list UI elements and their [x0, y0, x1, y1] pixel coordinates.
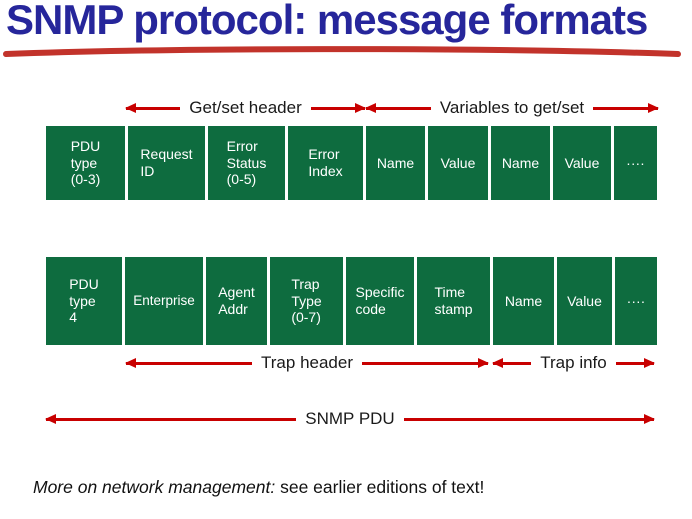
- arrow-right-segment: [403, 413, 656, 424]
- pdu-field-cell: ····: [615, 257, 657, 345]
- arrow-label-get-set-header: Get/set header: [189, 98, 302, 117]
- pdu-field-label: Value: [567, 292, 602, 309]
- pdu-row-trap: PDU type 4 Enterprise Agent Addr Trap Type …: [46, 257, 657, 345]
- pdu-field-label: Value: [564, 154, 600, 171]
- pdu-field-cell: Error Index: [288, 126, 363, 200]
- arrow-right-segment: [615, 357, 656, 368]
- pdu-field-cell: Time stamp: [417, 257, 490, 345]
- arrow-snmp-pdu: SNMP PDU: [44, 408, 656, 430]
- pdu-field-label: Request ID: [140, 146, 193, 179]
- pdu-field-label: Agent Addr: [218, 284, 255, 317]
- arrow-left-segment: [365, 102, 431, 113]
- arrow-label-variables: Variables to get/set: [439, 98, 585, 117]
- pdu-field-label: PDU type (0-3): [70, 138, 101, 188]
- pdu-field-label: Name: [376, 154, 415, 171]
- arrow-trap-header: Trap header: [124, 352, 490, 374]
- pdu-field-cell: Enterprise: [125, 257, 203, 345]
- arrow-label-trap-info: Trap info: [540, 353, 607, 372]
- arrow-right-segment: [310, 102, 367, 113]
- pdu-field-label: Value: [440, 154, 476, 171]
- arrow-left-segment: [491, 357, 532, 368]
- pdu-field-label: Name: [504, 292, 543, 309]
- arrow-left-segment: [124, 102, 181, 113]
- pdu-field-label: ····: [626, 154, 645, 171]
- pdu-field-cell: Specific code: [346, 257, 414, 345]
- arrow-label-snmp-pdu: SNMP PDU: [305, 409, 395, 428]
- pdu-field-cell: Agent Addr: [206, 257, 267, 345]
- pdu-field-cell: Value: [557, 257, 612, 345]
- pdu-field-label: Time stamp: [434, 284, 473, 317]
- pdu-field-cell: ····: [614, 126, 657, 200]
- pdu-field-label: PDU type 4: [69, 276, 99, 326]
- pdu-field-cell: Value: [553, 126, 611, 200]
- arrow-variables-to-get-set: Variables to get/set: [365, 97, 659, 119]
- pdu-field-cell: PDU type 4: [46, 257, 122, 345]
- pdu-field-cell: Name: [491, 126, 550, 200]
- pdu-field-label: Name: [501, 154, 540, 171]
- pdu-field-label: Specific code: [355, 284, 405, 317]
- footer-note: More on network management: see earlier …: [33, 477, 484, 498]
- arrow-get-set-header: Get/set header: [124, 97, 367, 119]
- page-title: SNMP protocol: message formats: [6, 0, 648, 43]
- pdu-field-cell: Name: [493, 257, 554, 345]
- pdu-field-label: Error Index: [308, 146, 343, 179]
- arrow-left-segment: [124, 357, 253, 368]
- pdu-field-cell: Trap Type (0-7): [270, 257, 343, 345]
- pdu-field-cell: Error Status (0-5): [208, 126, 285, 200]
- pdu-field-cell: Request ID: [128, 126, 205, 200]
- footer-note-italic: More on network management:: [33, 477, 276, 497]
- arrow-left-segment: [44, 413, 297, 424]
- arrow-label-trap-header: Trap header: [261, 353, 353, 372]
- pdu-field-label: ····: [626, 292, 646, 309]
- pdu-field-label: Error Status (0-5): [226, 138, 267, 188]
- arrow-right-segment: [362, 357, 490, 368]
- pdu-field-label: Enterprise: [133, 293, 195, 309]
- pdu-row-get-set: PDU type (0-3) Request ID Error Status (0-…: [46, 126, 657, 200]
- arrow-trap-info: Trap info: [491, 352, 656, 374]
- arrow-right-segment: [593, 102, 659, 113]
- pdu-field-label: Trap Type (0-7): [291, 276, 322, 326]
- footer-note-regular: see earlier editions of text!: [275, 477, 485, 497]
- pdu-field-cell: Value: [428, 126, 488, 200]
- pdu-field-cell: PDU type (0-3): [46, 126, 125, 200]
- title-underline: [3, 46, 681, 57]
- pdu-field-cell: Name: [366, 126, 425, 200]
